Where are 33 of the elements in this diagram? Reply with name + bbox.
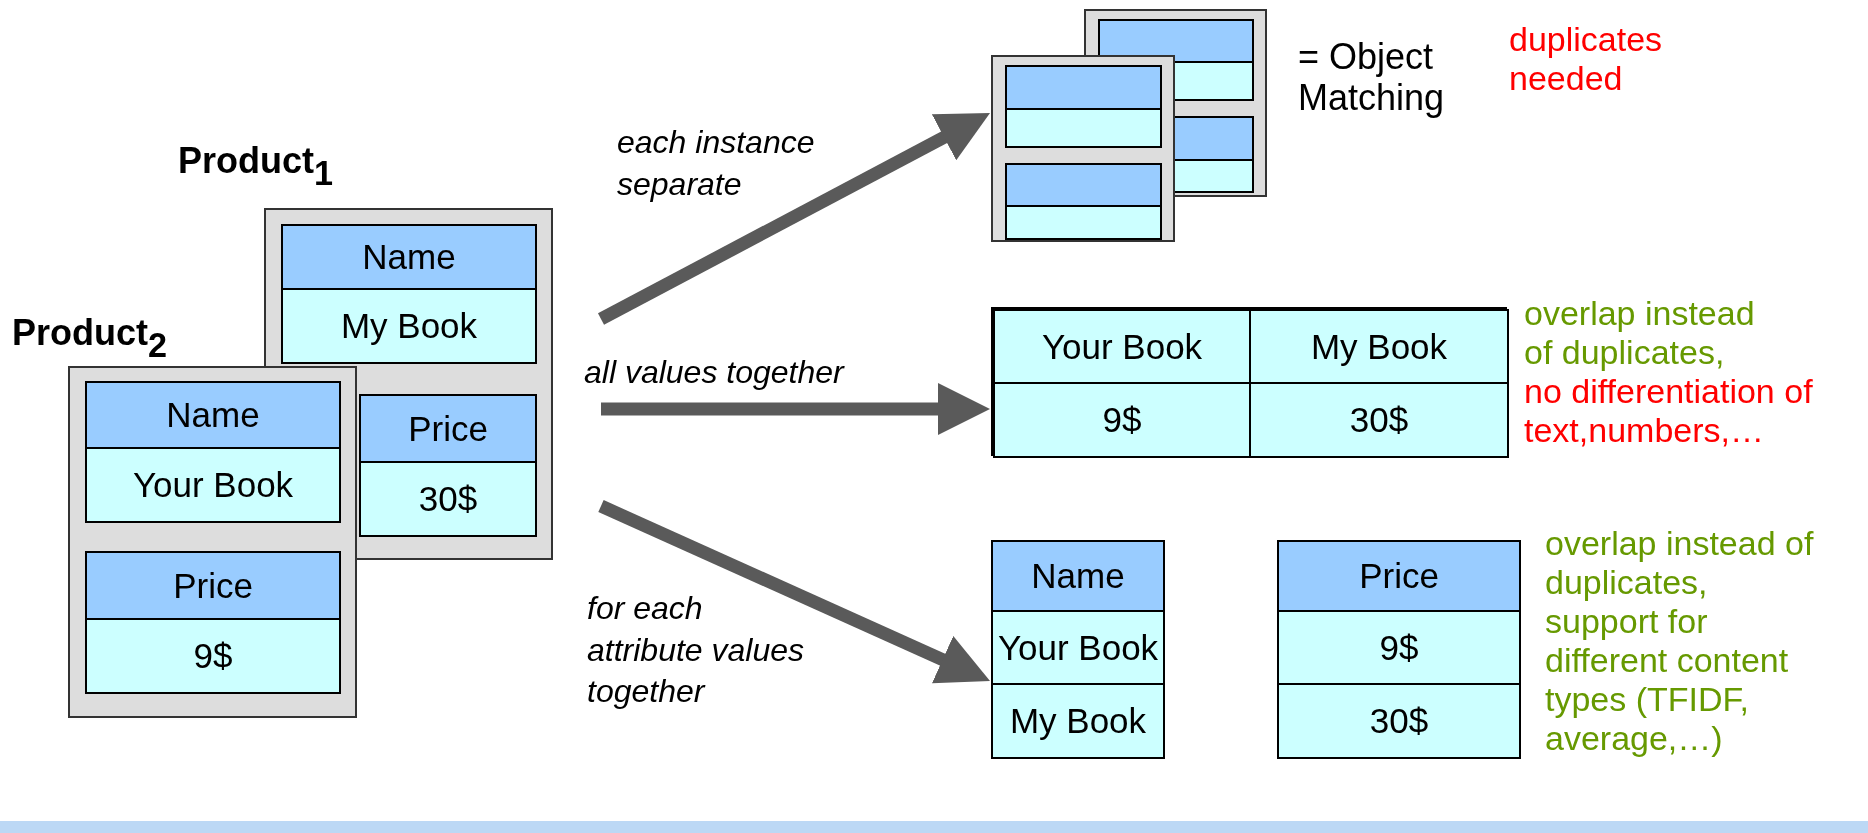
value-cell: 9$ xyxy=(993,382,1251,458)
header-cell: Price xyxy=(1277,540,1521,612)
stacked-cards-drawing xyxy=(991,9,1267,242)
value-cell: 30$ xyxy=(359,461,537,537)
arrow xyxy=(598,500,990,684)
caption-text: = Object Matching xyxy=(1298,36,1446,119)
note-text: overlap instead of duplicates, xyxy=(1524,294,1756,373)
header-cell: Name xyxy=(281,224,537,290)
value-cell: Your Book xyxy=(991,610,1165,685)
value-cell: Your Book xyxy=(85,447,341,523)
note-text: no differentiation of text,numbers,… xyxy=(1524,372,1814,451)
value-cell: 9$ xyxy=(85,618,341,694)
note-text: overlap instead of duplicates, support for different content types (TFIDF, average,…) xyxy=(1545,524,1815,759)
arrow xyxy=(597,113,990,325)
value-cell: My Book xyxy=(991,683,1165,759)
edge-label: all values together xyxy=(584,353,846,392)
table-column xyxy=(1277,540,1521,759)
header-cell: Price xyxy=(359,394,537,463)
value-cell: 30$ xyxy=(1249,382,1509,458)
header-cell: Name xyxy=(991,540,1165,612)
header-cell: Price xyxy=(85,551,341,620)
edge-label: for each attribute values together xyxy=(587,589,805,712)
table-column xyxy=(991,540,1165,759)
value-cell: 9$ xyxy=(1277,610,1521,685)
arrow xyxy=(601,383,990,435)
value-cell: 30$ xyxy=(1277,683,1521,759)
note-text: duplicates needed xyxy=(1509,20,1664,99)
value-cell: My Book xyxy=(281,288,537,364)
table xyxy=(991,307,1507,456)
edge-label: each instance separate xyxy=(617,123,816,204)
header-cell: Name xyxy=(85,381,341,449)
value-cell: My Book xyxy=(1249,309,1509,384)
value-cell: Your Book xyxy=(993,309,1251,384)
